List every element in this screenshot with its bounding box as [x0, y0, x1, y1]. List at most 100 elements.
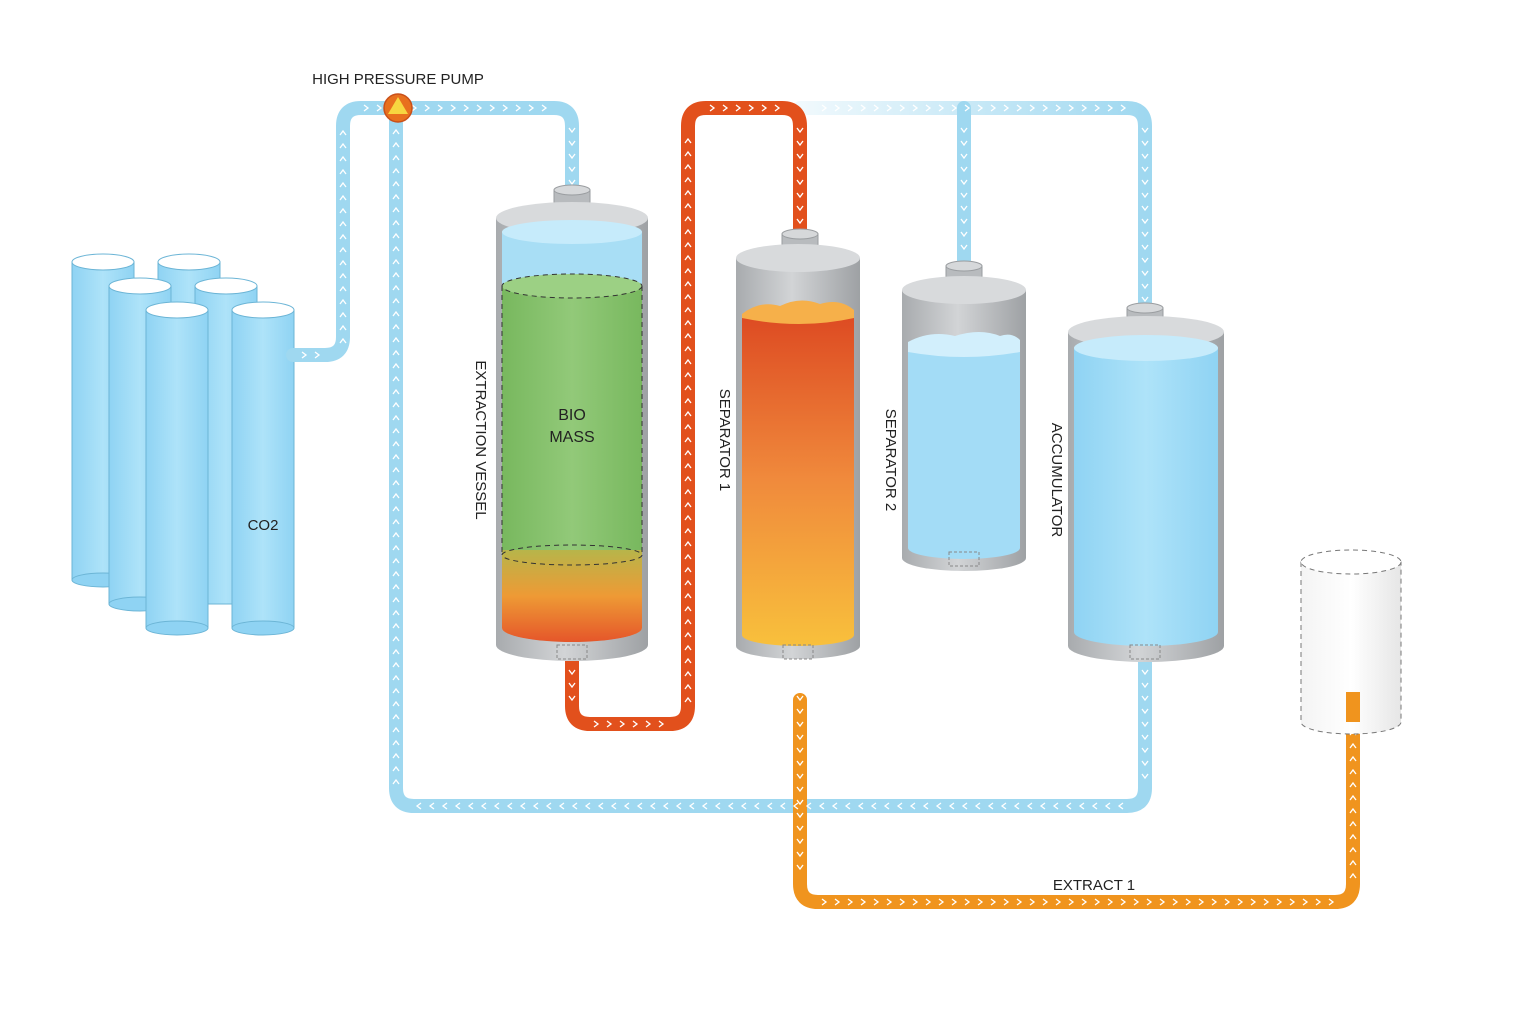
- chevron-arrow-icon: [960, 231, 968, 238]
- chevron-arrow-icon: [960, 577, 968, 584]
- chevron-arrow-icon: [392, 492, 400, 499]
- chevron-arrow-icon: [1065, 802, 1072, 810]
- chevron-arrow-icon: [339, 129, 347, 136]
- chevron-arrow-icon: [796, 825, 804, 832]
- chevron-arrow-icon: [684, 683, 692, 690]
- chevron-arrow-icon: [392, 336, 400, 343]
- chevron-arrow-icon: [450, 104, 457, 112]
- chevron-arrow-icon: [886, 104, 893, 112]
- chevron-arrow-icon: [1141, 695, 1149, 702]
- chevron-arrow-icon: [392, 583, 400, 590]
- chevron-arrow-icon: [899, 104, 906, 112]
- chevron-arrow-icon: [1091, 802, 1098, 810]
- chevron-arrow-icon: [392, 427, 400, 434]
- chevron-arrow-icon: [392, 167, 400, 174]
- chevron-arrow-icon: [1237, 898, 1244, 906]
- chevron-arrow-icon: [925, 898, 932, 906]
- chevron-arrow-icon: [1349, 742, 1357, 749]
- chevron-arrow-icon: [1026, 802, 1033, 810]
- chevron-arrow-icon: [392, 700, 400, 707]
- chevron-arrow-icon: [1349, 794, 1357, 801]
- chevron-arrow-icon: [662, 802, 669, 810]
- chevron-arrow-icon: [1016, 898, 1023, 906]
- chevron-arrow-icon: [796, 864, 804, 871]
- chevron-arrow-icon: [1349, 768, 1357, 775]
- chevron-arrow-icon: [990, 898, 997, 906]
- chevron-arrow-icon: [392, 193, 400, 200]
- chevron-arrow-icon: [684, 462, 692, 469]
- chevron-arrow-icon: [684, 371, 692, 378]
- chevron-arrow-icon: [1185, 898, 1192, 906]
- chevron-arrow-icon: [1141, 760, 1149, 767]
- chevron-arrow-icon: [636, 802, 643, 810]
- chevron-arrow-icon: [392, 609, 400, 616]
- chevron-arrow-icon: [1349, 807, 1357, 814]
- chevron-arrow-icon: [632, 720, 639, 728]
- chevron-arrow-icon: [610, 802, 617, 810]
- chevron-arrow-icon: [1000, 802, 1007, 810]
- chevron-arrow-icon: [1107, 104, 1114, 112]
- chevron-arrow-icon: [568, 682, 576, 689]
- chevron-arrow-icon: [1003, 898, 1010, 906]
- chevron-arrow-icon: [796, 166, 804, 173]
- chevron-arrow-icon: [684, 592, 692, 599]
- chevron-arrow-icon: [558, 802, 565, 810]
- chevron-arrow-icon: [796, 851, 804, 858]
- chevron-arrow-icon: [740, 802, 747, 810]
- chevron-arrow-icon: [722, 104, 729, 112]
- chevron-arrow-icon: [532, 802, 539, 810]
- chevron-arrow-icon: [541, 104, 548, 112]
- chevron-arrow-icon: [684, 527, 692, 534]
- chevron-arrow-icon: [584, 802, 591, 810]
- chevron-arrow-icon: [1117, 802, 1124, 810]
- chevron-arrow-icon: [821, 104, 828, 112]
- chevron-arrow-icon: [964, 104, 971, 112]
- flow-direction-chevrons: [301, 104, 1357, 906]
- chevron-arrow-icon: [1042, 898, 1049, 906]
- chevron-arrow-icon: [960, 244, 968, 251]
- chevron-arrow-icon: [506, 802, 513, 810]
- chevron-arrow-icon: [649, 802, 656, 810]
- chevron-arrow-icon: [1094, 104, 1101, 112]
- chevron-arrow-icon: [1055, 898, 1062, 906]
- chevron-arrow-icon: [424, 104, 431, 112]
- chevron-arrow-icon: [392, 648, 400, 655]
- chevron-arrow-icon: [796, 179, 804, 186]
- chevron-arrow-icon: [727, 802, 734, 810]
- extract1-pipe-main: [793, 687, 1360, 909]
- chevron-arrow-icon: [1141, 153, 1149, 160]
- chevron-arrow-icon: [314, 351, 321, 359]
- chevron-arrow-icon: [684, 605, 692, 612]
- chevron-arrow-icon: [339, 285, 347, 292]
- chevron-arrow-icon: [1328, 898, 1335, 906]
- chevron-arrow-icon: [948, 802, 955, 810]
- chevron-arrow-icon: [857, 802, 864, 810]
- chevron-arrow-icon: [415, 802, 422, 810]
- chevron-arrow-icon: [684, 176, 692, 183]
- chevron-arrow-icon: [392, 349, 400, 356]
- chevron-arrow-icon: [392, 674, 400, 681]
- chevron-arrow-icon: [339, 168, 347, 175]
- chevron-arrow-icon: [392, 713, 400, 720]
- chevron-arrow-icon: [568, 140, 576, 147]
- chevron-arrow-icon: [684, 423, 692, 430]
- chevron-arrow-icon: [392, 752, 400, 759]
- chevron-arrow-icon: [684, 501, 692, 508]
- chevron-arrow-icon: [1141, 205, 1149, 212]
- chevron-arrow-icon: [1141, 283, 1149, 290]
- chevron-arrow-icon: [392, 154, 400, 161]
- chevron-arrow-icon: [714, 802, 721, 810]
- chevron-arrow-icon: [1141, 721, 1149, 728]
- chevron-arrow-icon: [886, 898, 893, 906]
- chevron-arrow-icon: [392, 232, 400, 239]
- chevron-arrow-icon: [684, 254, 692, 261]
- chevron-arrow-icon: [1013, 802, 1020, 810]
- chevron-arrow-icon: [1141, 244, 1149, 251]
- chevron-arrow-icon: [912, 104, 919, 112]
- chevron-arrow-icon: [684, 137, 692, 144]
- co2-cylinder: [231, 301, 295, 636]
- chevron-arrow-icon: [392, 219, 400, 226]
- chevron-arrow-icon: [519, 802, 526, 810]
- chevron-arrow-icon: [960, 192, 968, 199]
- chevron-arrow-icon: [392, 726, 400, 733]
